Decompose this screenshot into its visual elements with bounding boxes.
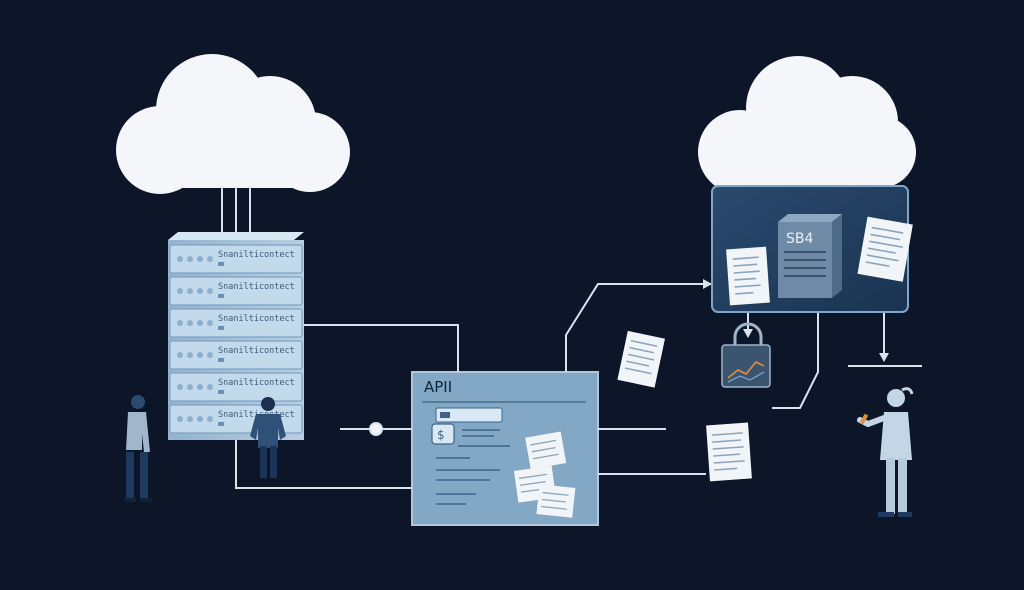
storage-server-icon (778, 214, 842, 298)
rack-unit-label: Snanilticontect (218, 378, 295, 388)
rack-unit: Snanilticontect (169, 276, 303, 306)
person-icon (857, 387, 914, 517)
rack-unit: Snanilticontect (169, 244, 303, 274)
document-icon (617, 330, 665, 388)
api-panel-icon: APII $ (411, 371, 599, 526)
person-icon (250, 397, 286, 478)
cloud-icon (116, 54, 350, 194)
document-icon (726, 246, 770, 306)
cloud-icon (698, 56, 916, 194)
connector-node (369, 422, 383, 436)
document-icon (706, 422, 752, 482)
arrow-head-down (879, 353, 889, 362)
arrow-heads (703, 279, 889, 362)
rack-unit-label: Snanilticontect (218, 250, 295, 260)
padlock-icon (721, 322, 771, 388)
connector-rack-api (302, 324, 459, 372)
rack-unit-label: Snanilticontect (218, 346, 295, 356)
document-icon (525, 431, 567, 470)
rack-unit-label: Snanilticontect (218, 314, 295, 324)
storage-panel: SB4 (711, 185, 913, 313)
arrow-head-right (703, 279, 712, 289)
document-icon (536, 484, 576, 518)
connector-storage-return (772, 312, 819, 409)
arrow-head-lock (743, 329, 753, 338)
rack-unit: Snanilticontect (169, 340, 303, 370)
api-title: APII (424, 378, 452, 396)
rack-unit: Snanilticontect (169, 308, 303, 338)
connector-rack-bottom (235, 440, 412, 489)
rack-unit: Snanilticontect (169, 372, 303, 402)
svg-text:$: $ (437, 428, 445, 442)
rack-unit-label: Snanilticontect (218, 282, 295, 292)
document-icon (857, 216, 913, 282)
connector-api-storage (565, 283, 712, 372)
storage-label: SB4 (786, 231, 813, 247)
server-rack-icon: SnanilticontectSnanilticontectSnaniltico… (168, 232, 304, 440)
person-icon (124, 395, 152, 502)
